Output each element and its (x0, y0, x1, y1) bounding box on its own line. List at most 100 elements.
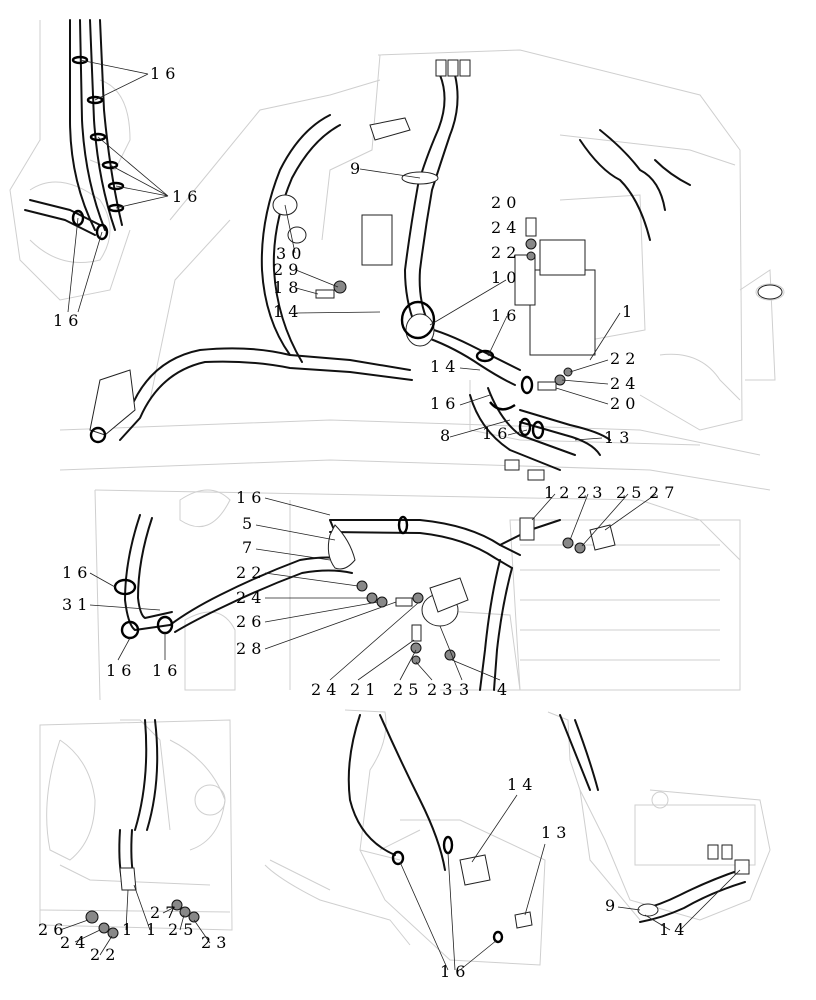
callout-label: 1 0 (491, 268, 516, 287)
callout-label: 2 6 (38, 920, 63, 939)
nut-22 (563, 367, 573, 377)
bracket-27 (589, 524, 616, 551)
callout-label: 1 2 (544, 483, 569, 502)
bolt-28 (395, 597, 413, 607)
callout-label: 2 5 (168, 920, 193, 939)
washer-24 (98, 922, 110, 934)
connector-14 (734, 859, 750, 875)
callout-label: 1 4 (659, 920, 684, 939)
connector-plug (459, 59, 471, 77)
bolt-18 (315, 289, 335, 299)
clamp-16 (86, 95, 104, 105)
nut-23 (188, 911, 200, 923)
callout-label: 1 (146, 920, 156, 939)
clamp-16 (89, 426, 107, 444)
mounting-bracket (369, 117, 411, 141)
washer-24 (525, 238, 537, 250)
callout-label: 2 9 (273, 260, 298, 279)
fitting-8 (504, 459, 520, 471)
washer-26 (85, 910, 99, 924)
leader-lines (67, 59, 657, 681)
clamp-16 (518, 417, 532, 437)
callout-label: 1 4 (430, 357, 455, 376)
nut-22 (356, 580, 368, 592)
washer-24 (366, 592, 378, 604)
callout-label: 1 3 (541, 823, 566, 842)
inset-left-view (39, 719, 233, 956)
callout-label: 2 1 (350, 680, 375, 699)
solenoid (514, 254, 536, 306)
callout-label: 2 7 (649, 483, 674, 502)
clamp-16 (101, 160, 119, 170)
callout-label: 8 (440, 426, 450, 445)
callout-label: 1 6 (440, 962, 465, 981)
clamp-16 (107, 203, 125, 213)
callout-label: 3 (459, 680, 469, 699)
callout-label: 2 3 (201, 933, 226, 952)
callout-label: 1 6 (482, 424, 507, 443)
callout-label: 2 4 (311, 680, 336, 699)
callout-label: 2 3 (427, 680, 452, 699)
valve-cap (539, 239, 586, 276)
connector-plug (435, 59, 447, 77)
callout-label: 1 6 (152, 661, 177, 680)
callout-label: 1 4 (507, 775, 532, 794)
nut-22 (526, 251, 536, 261)
callout-label: 5 (242, 514, 252, 533)
inset-right-view (547, 711, 771, 931)
clamp-16 (492, 930, 504, 944)
callout-label: 1 4 (273, 302, 298, 321)
callout-label: 1 6 (172, 187, 197, 206)
bracket-plate (429, 577, 469, 613)
washer-23 (562, 537, 574, 549)
callout-label: 2 0 (491, 193, 516, 212)
callout-label: 1 8 (273, 278, 298, 297)
fitting-13 (527, 469, 545, 481)
callout-label: 2 2 (236, 563, 261, 582)
connector (721, 844, 733, 860)
callout-label: 2 2 (610, 349, 635, 368)
connector-block-12 (519, 517, 535, 541)
callout-label: 9 (350, 159, 360, 178)
clamp-16 (107, 181, 125, 191)
bolt-20 (537, 381, 557, 391)
callout-label: 3 0 (276, 244, 301, 263)
callout-label: 7 (242, 538, 252, 557)
callout-label: 1 6 (106, 661, 131, 680)
callout-label: 9 (605, 896, 615, 915)
clamp-1 (119, 867, 137, 891)
valve-assembly (529, 269, 596, 356)
filler-neck (757, 284, 783, 300)
callout-label: 1 3 (604, 428, 629, 447)
bolt-21 (411, 624, 422, 642)
clamp-16 (520, 375, 534, 395)
callout-label: 2 0 (610, 394, 635, 413)
callout-label: 1 (622, 302, 632, 321)
clamp-16 (391, 850, 405, 866)
inset-middle-view (264, 709, 546, 971)
clamp-16 (89, 132, 107, 142)
clamp-16 (71, 209, 85, 227)
washer-29 (333, 280, 347, 294)
callout-label: 1 6 (430, 394, 455, 413)
clamp-16 (489, 401, 516, 411)
callout-label: 2 4 (610, 374, 635, 393)
clamp-16 (531, 420, 545, 440)
callout-label: 2 3 (577, 483, 602, 502)
callout-label: 2 5 (616, 483, 641, 502)
callout-label: 1 6 (150, 64, 175, 83)
main-components (89, 59, 783, 665)
callout-label: 1 6 (53, 311, 78, 330)
washer-24 (412, 592, 424, 604)
clamp-16 (475, 349, 495, 363)
control-module-box (361, 214, 393, 266)
callout-label: 2 4 (236, 588, 261, 607)
clamp-16 (397, 515, 409, 535)
callout-label: 2 6 (236, 612, 261, 631)
left-bracket (89, 369, 136, 436)
clamp-10 (400, 300, 436, 340)
callout-label: 1 6 (236, 488, 261, 507)
clamp-16 (95, 223, 109, 241)
nut-23 (411, 655, 421, 665)
